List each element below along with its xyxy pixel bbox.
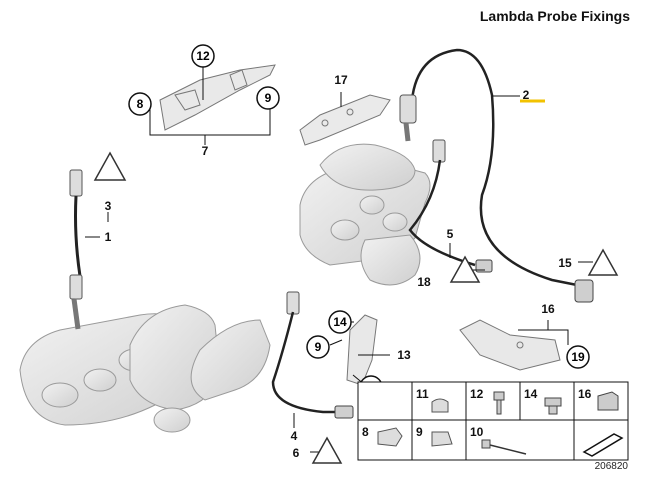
clip-11-icon bbox=[431, 398, 449, 413]
legend-9: 9 bbox=[416, 425, 423, 439]
callout-6: 6 bbox=[293, 446, 300, 460]
callout-16: 19 bbox=[566, 345, 590, 369]
bracket-15 bbox=[459, 319, 561, 371]
legend-12: 12 bbox=[470, 387, 484, 401]
callout-17: 17 bbox=[334, 73, 348, 87]
legend-8: 8 bbox=[362, 425, 369, 439]
legend-10: 10 bbox=[470, 425, 484, 439]
callout-19: 15 bbox=[558, 256, 572, 270]
figure-number: 206820 bbox=[594, 461, 628, 472]
legend-16: 16 bbox=[578, 387, 592, 401]
clip-8-icon bbox=[377, 427, 403, 447]
nut-14-icon bbox=[544, 397, 562, 415]
callout-13: 13 bbox=[397, 348, 411, 362]
clip-16-icon bbox=[597, 391, 619, 411]
svg-text:8: 8 bbox=[137, 97, 144, 111]
cable-tie-10-icon bbox=[485, 443, 527, 455]
lower-manifold bbox=[19, 304, 271, 433]
callout-1: 1 bbox=[105, 230, 112, 244]
callout-15: 16 bbox=[541, 302, 555, 316]
callout-14: 14 bbox=[328, 310, 352, 334]
callout-3: 3 bbox=[105, 199, 112, 213]
callout-8: 8 bbox=[128, 92, 152, 116]
callout-5: 5 bbox=[447, 227, 454, 241]
upper-manifold bbox=[299, 143, 431, 286]
callout-9-top: 9 bbox=[256, 86, 280, 110]
svg-text:14: 14 bbox=[333, 315, 347, 329]
svg-text:12: 12 bbox=[196, 49, 210, 63]
warning-triangles bbox=[93, 151, 619, 464]
svg-text:9: 9 bbox=[315, 340, 322, 354]
arrow-icon bbox=[582, 433, 624, 457]
bracket-13 bbox=[346, 314, 378, 386]
callout-18: 18 bbox=[417, 275, 431, 289]
small-parts-legend: 11 12 14 16 8 9 10 bbox=[357, 381, 629, 461]
legend-11: 11 bbox=[416, 387, 429, 401]
lambda-probe-1 bbox=[69, 169, 83, 330]
leader-lines bbox=[85, 65, 593, 453]
sensor-bracket-17 bbox=[299, 94, 391, 146]
bolt-12-icon bbox=[493, 391, 505, 401]
callout-9-mid: 9 bbox=[306, 335, 330, 359]
legend-14: 14 bbox=[524, 387, 538, 401]
lambda-probe-4 bbox=[271, 291, 354, 419]
svg-text:19: 19 bbox=[571, 350, 585, 364]
callout-4: 4 bbox=[291, 429, 298, 443]
svg-text:9: 9 bbox=[265, 91, 272, 105]
callout-12: 12 bbox=[191, 44, 215, 68]
callout-2: 2 bbox=[523, 88, 530, 102]
cable-tie-10-head bbox=[481, 439, 491, 449]
page-title: Lambda Probe Fixings bbox=[479, 8, 630, 24]
bolt-12-shank bbox=[496, 399, 502, 415]
lambda-probe-5 bbox=[408, 139, 493, 273]
callout-7: 7 bbox=[202, 144, 209, 158]
clip-9-icon bbox=[431, 431, 453, 447]
heat-shield-bracket bbox=[159, 64, 276, 131]
lambda-probe-2 bbox=[399, 48, 594, 303]
